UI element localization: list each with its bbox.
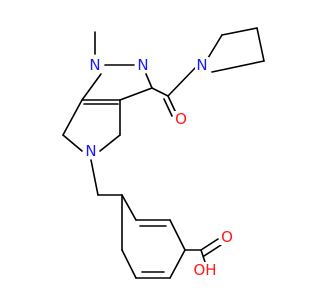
pyrrolidine-bond-4	[211, 60, 265, 73]
ring-bond-1	[121, 194, 137, 221]
carboxyl-o-double-bond	[203, 244, 222, 257]
c7-c6-bond	[62, 134, 83, 152]
label-mask	[195, 57, 209, 73]
acid-oxygen-label: O	[221, 228, 233, 246]
c7a-c7-bond	[62, 99, 83, 136]
label-mask	[220, 229, 234, 245]
pyrrolidine-bond-3	[256, 27, 265, 62]
carboxyl-oh-bond	[200, 249, 206, 263]
piperidine-n-label: N	[85, 142, 96, 160]
pyrrolidine-bond-1	[207, 34, 223, 59]
atom-label-layer: N N N O N O OH	[84, 56, 234, 279]
hydroxyl-label: OH	[193, 261, 216, 279]
c3-c3a-bond	[119, 87, 153, 101]
n1-c7a-bond	[81, 73, 102, 101]
ring-bond-6	[121, 249, 137, 279]
carbonyl-npyrrolidine-bond	[167, 67, 196, 97]
label-mask	[174, 111, 188, 127]
pyrazole-n2-label: N	[137, 56, 148, 74]
n5-c4-bond	[99, 134, 121, 152]
pyrrolidine-n-label: N	[196, 56, 207, 74]
label-mask	[136, 57, 150, 73]
pyrrolidine-bond-2	[221, 27, 258, 36]
c3-carbonyl-bond	[151, 87, 169, 97]
n2-c3-bond	[145, 73, 153, 89]
n5-ch2-bond	[90, 159, 99, 196]
bond-layer	[62, 27, 265, 279]
ring-bond-3	[169, 219, 186, 251]
carbonyl-o-double-bond	[163, 98, 173, 117]
pyrazole-n1-label: N	[89, 56, 100, 74]
label-mask	[88, 57, 102, 73]
carboxyl-o-bond	[200, 238, 219, 251]
ring-bond-4	[169, 249, 186, 279]
molecule-diagram: N N N O N O OH	[62, 27, 265, 279]
carbonyl-oxygen-label: O	[175, 110, 187, 128]
label-mask	[193, 262, 217, 278]
label-mask	[84, 143, 98, 159]
carbonyl-o-bond	[167, 95, 177, 114]
